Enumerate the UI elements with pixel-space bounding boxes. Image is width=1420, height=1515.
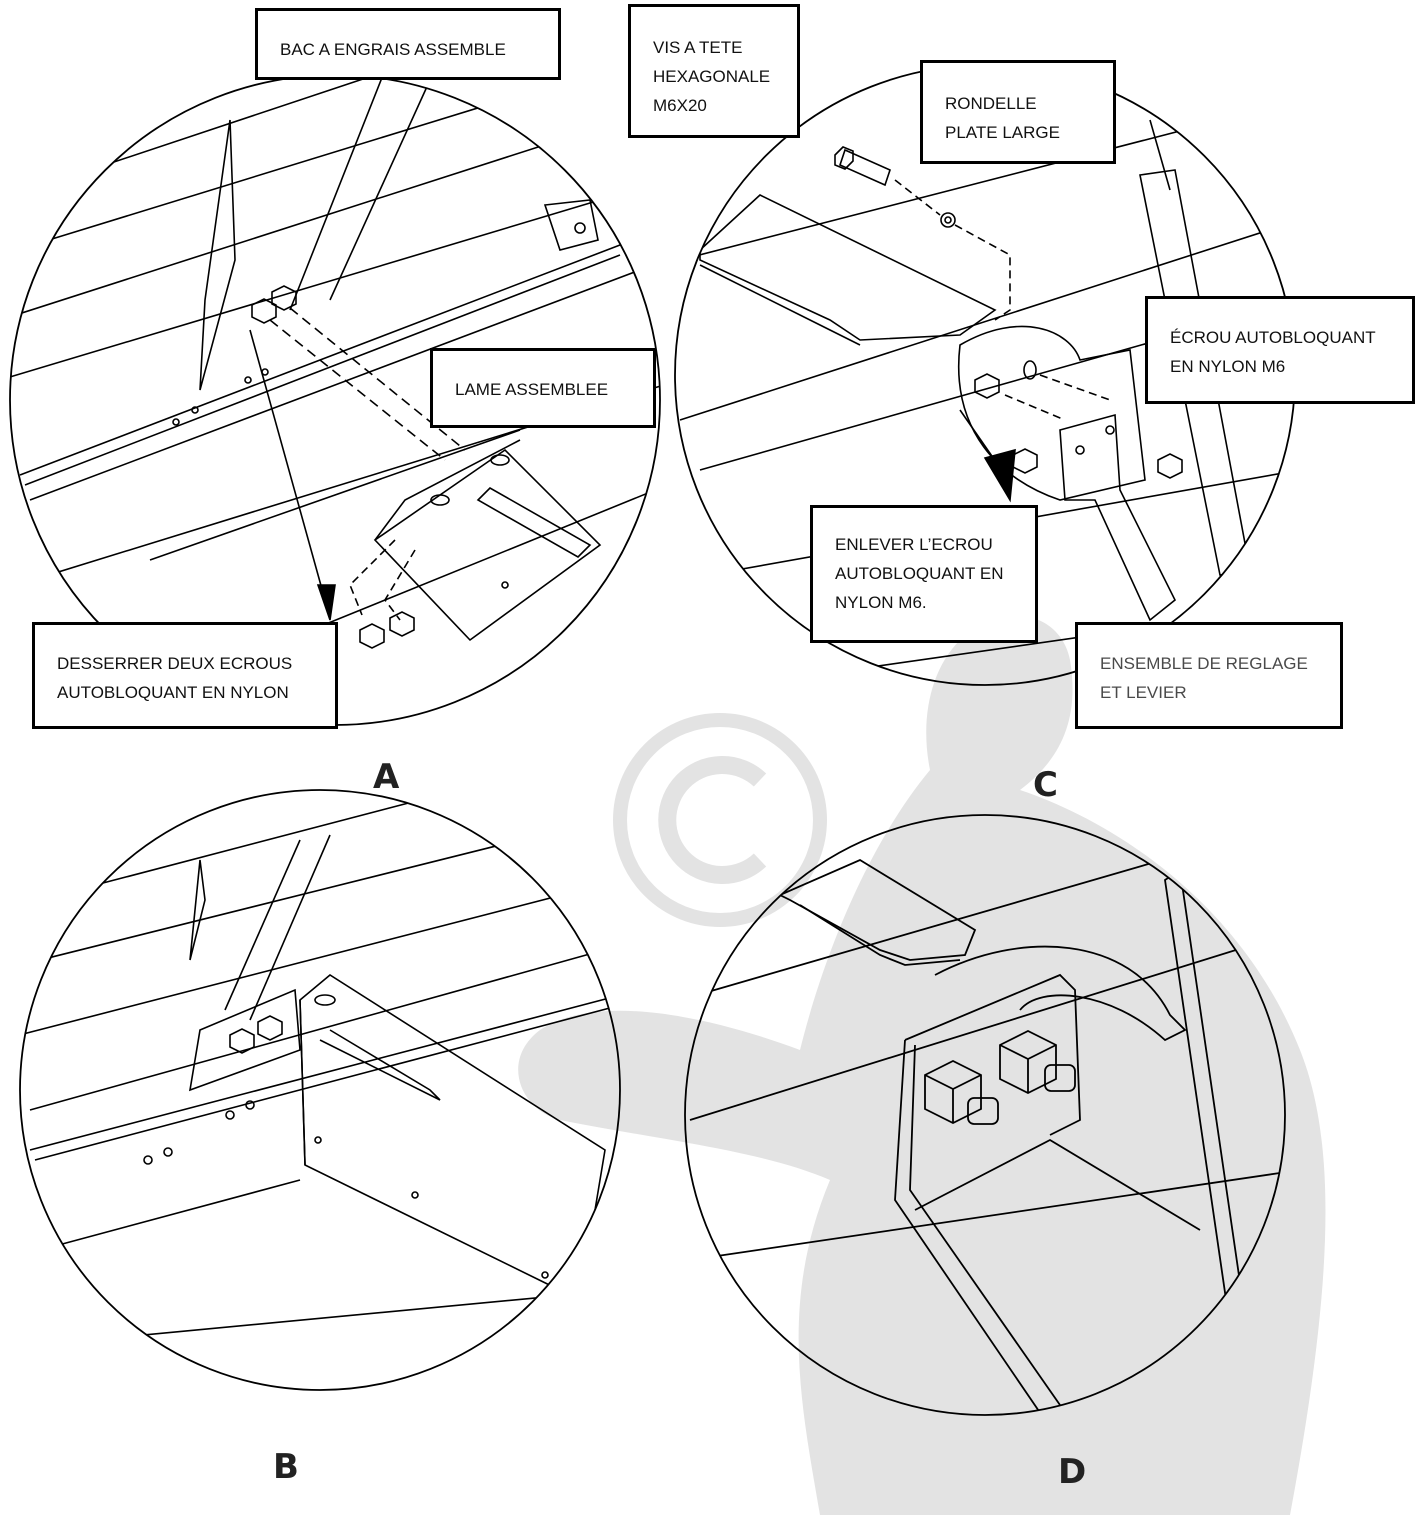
watermark-copyright-c xyxy=(658,756,767,884)
watermark-groundhog-body xyxy=(518,615,1326,1515)
callout-enlever-ecrou: ENLEVER L’ECROU AUTOBLOQUANT EN NYLON M6… xyxy=(810,505,1038,643)
callout-desserrer-ecrous: DESSERRER DEUX ECROUS AUTOBLOQUANT EN NY… xyxy=(32,622,338,729)
callout-ensemble-reglage: ENSEMBLE DE REGLAGE ET LEVIER xyxy=(1075,622,1343,729)
callout-lame-assemblee: LAME ASSEMBLEE xyxy=(430,348,656,428)
callout-ecrou-autobloquant: ÉCROU AUTOBLOQUANT EN NYLON M6 xyxy=(1145,296,1415,404)
callout-vis-tete-hexagonale: VIS A TETE HEXAGONALE M6X20 xyxy=(628,4,800,138)
callout-bac-a-engrais: BAC A ENGRAIS ASSEMBLE xyxy=(255,8,561,80)
watermark xyxy=(518,615,1326,1515)
callout-rondelle-plate: RONDELLE PLATE LARGE xyxy=(920,60,1116,164)
figure-d-detail xyxy=(684,814,1286,1416)
figure-label-c: C xyxy=(1033,765,1058,805)
figure-label-b: B xyxy=(273,1447,299,1487)
watermark-copyright-ring xyxy=(613,713,827,927)
figure-label-d: D xyxy=(1058,1452,1087,1492)
figure-label-a: A xyxy=(373,757,400,797)
